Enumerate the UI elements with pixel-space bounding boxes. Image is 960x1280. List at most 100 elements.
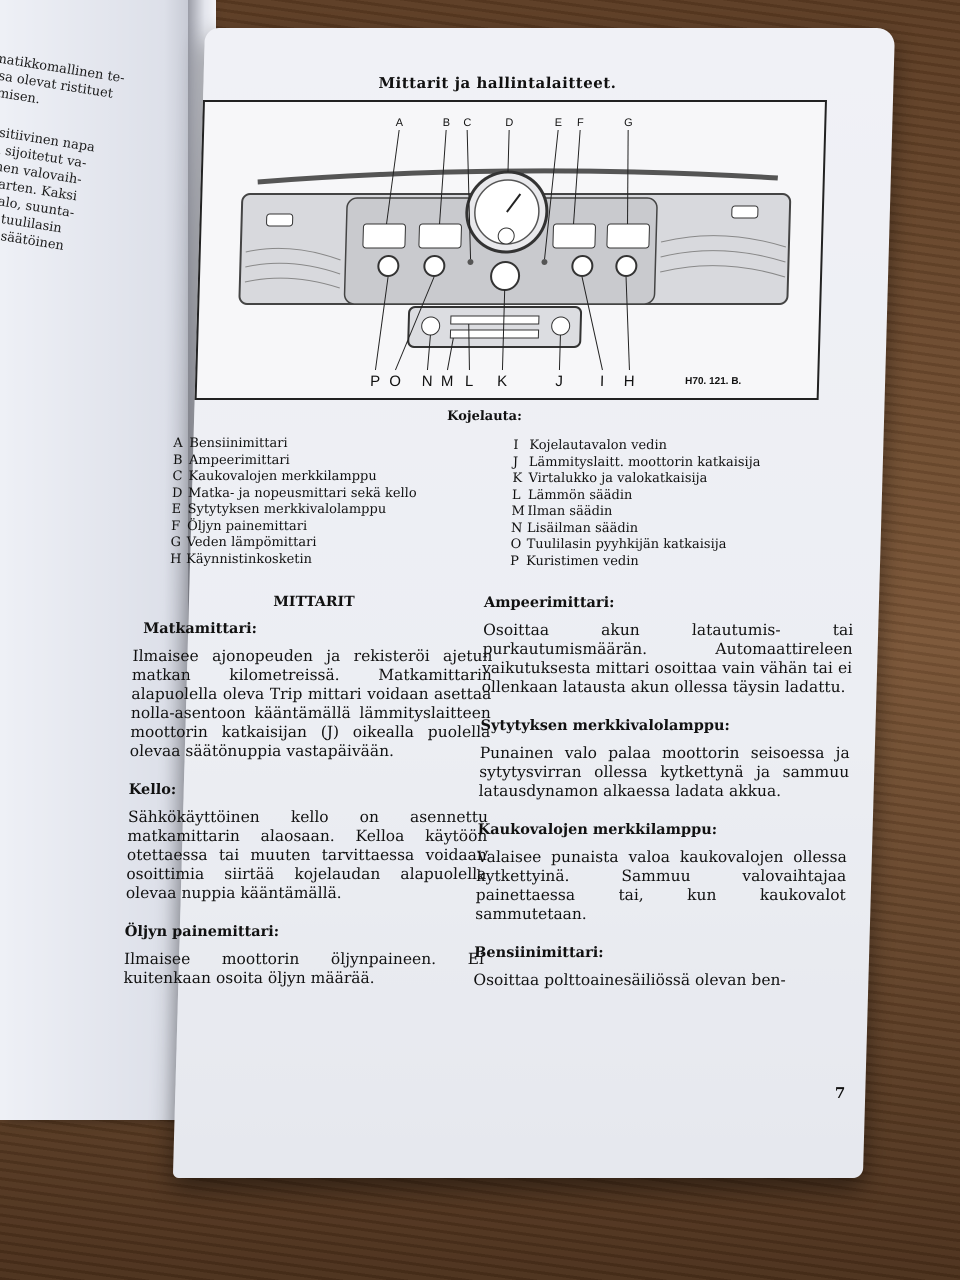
left-column: MITTARIT Matkamittari: Ilmaisee ajonopeu… <box>123 594 495 1008</box>
label-o: O <box>389 373 401 390</box>
heater-knob <box>421 316 441 336</box>
section-body: Valaisee punaista valoa kaukovalojen oll… <box>475 848 848 923</box>
label-g: G <box>624 117 633 129</box>
knob <box>423 255 446 277</box>
label-a: A <box>396 117 404 129</box>
clock <box>497 227 515 245</box>
legend-item: F Öljyn painemittari <box>171 519 416 536</box>
legend-item: K Virtalukko ja valokatkaisija <box>512 471 760 488</box>
legend-key: I <box>513 438 519 453</box>
ignition-switch <box>490 261 521 291</box>
section-heading: Bensiinimittari: <box>473 944 604 961</box>
label-p: P <box>370 373 380 390</box>
legend-text: Lämmön säädin <box>527 487 633 503</box>
legend-key: F <box>170 518 181 534</box>
leader-lines-top <box>386 129 629 260</box>
legend-key: L <box>511 487 521 503</box>
legend-item: P Kuristimen vedin <box>510 554 758 571</box>
legend-text: Veden lämpömittari <box>186 535 317 550</box>
high-beam-lamp <box>467 259 474 265</box>
section-heading: Ampeerimittari: <box>483 594 615 611</box>
legend-key: K <box>512 471 523 486</box>
label-f: F <box>577 117 584 129</box>
section-heading: Öljyn painemittari: <box>124 923 280 940</box>
section-body: Osoittaa polttoainesäiliössä olevan ben- <box>473 971 787 989</box>
wood-grain <box>244 235 787 289</box>
legend-text: Bensiinimittari <box>189 436 288 451</box>
speedometer-needle <box>506 193 522 213</box>
leader-lines-bottom <box>374 276 630 371</box>
legend-text: Lämmityslaitt. moottorin katkaisija <box>528 454 761 470</box>
section-heading: Kaukovalojen merkkilamppu: <box>477 821 718 838</box>
ignition-lamp <box>541 259 548 265</box>
label-e: E <box>555 117 563 129</box>
section-body: Sähkökäyttöinen kello on asennettu matka… <box>125 808 489 902</box>
page-number: 7 <box>834 1084 846 1102</box>
label-h: H <box>623 373 634 390</box>
left-vent <box>266 213 294 227</box>
section-body: Punainen valo palaa moottorin seisoessa … <box>478 744 851 800</box>
heater-slider <box>450 315 540 325</box>
left-page: matikkomallinen te- ssa olevat ristituet… <box>0 0 205 1120</box>
section-heading: Sytytyksen merkkivalolamppu: <box>480 717 731 734</box>
dashboard-illustration: A B C D E F G P O N M L K J I H H70. 121… <box>238 117 792 390</box>
legend-key: A <box>173 436 183 451</box>
water-temperature-gauge <box>606 223 650 249</box>
label-m: M <box>441 373 454 390</box>
knob <box>377 255 400 277</box>
section-heading: Kello: <box>128 781 177 798</box>
label-c: C <box>463 117 471 129</box>
section-body: Osoittaa akun latautumis- tai purkautumi… <box>481 621 854 696</box>
section-heading: Matkamittari: <box>142 620 258 637</box>
section-title: MITTARIT <box>273 594 355 610</box>
legend-text: Lisäilman säädin <box>526 520 639 536</box>
legend-text: Kojelautavalon vedin <box>529 438 668 453</box>
diagram-caption: Kojelauta: <box>446 409 523 424</box>
fuel-gauge <box>362 223 406 249</box>
legend-text: Matka- ja nopeusmittari sekä kello <box>187 485 417 501</box>
legend-text: Kuristimen vedin <box>525 553 639 569</box>
label-d: D <box>505 117 513 129</box>
section-body: Ilmaisee moottorin öljynpaineen. Ei kuit… <box>123 950 485 987</box>
legend-key: E <box>171 502 182 517</box>
label-k: K <box>497 373 507 390</box>
legend-key: D <box>171 485 183 501</box>
legend-text: Kaukovalojen merkkilamppu <box>188 469 377 484</box>
page-title: Mittarit ja hallintalaitteet. <box>378 74 617 92</box>
top-labels: A B C D E F G <box>396 117 633 129</box>
oil-pressure-gauge <box>552 223 596 249</box>
legend-item: L Lämmön säädin <box>512 488 760 505</box>
legend-text: Öljyn painemittari <box>186 518 308 534</box>
knob <box>571 255 594 277</box>
legend-text: Virtalukko ja valokatkaisija <box>528 471 708 486</box>
legend-key: P <box>509 553 520 569</box>
ammeter <box>418 223 462 249</box>
legend-key: C <box>172 469 183 484</box>
legend-text: Tuulilasin pyyhkijän katkaisija <box>526 537 727 552</box>
right-vent <box>731 205 759 219</box>
section-body: Ilmaisee ajonopeuden ja rekisteröi ajetu… <box>129 647 493 760</box>
legend-item: A Bensiinimittari <box>173 436 418 453</box>
legend-text: Käynnistinkosketin <box>185 551 313 567</box>
right-column: Ampeerimittari: Osoittaa akun latautumis… <box>473 594 855 1010</box>
legend-key: O <box>510 537 522 552</box>
label-j: J <box>555 373 563 390</box>
legend-key: H <box>169 551 182 567</box>
dashboard-diagram: A B C D E F G P O N M L K J I H H70. 121… <box>194 100 827 400</box>
heater-switch <box>551 316 571 336</box>
legend-key: G <box>170 535 182 550</box>
left-page-text: matikkomallinen te- ssa olevat ristituet… <box>0 50 194 271</box>
heater-slider <box>449 329 540 339</box>
label-i: I <box>600 373 605 390</box>
label-n: N <box>421 373 432 390</box>
legend-item: O Tuulilasin pyyhkijän katkaisija <box>510 537 758 554</box>
label-l: L <box>465 373 474 390</box>
